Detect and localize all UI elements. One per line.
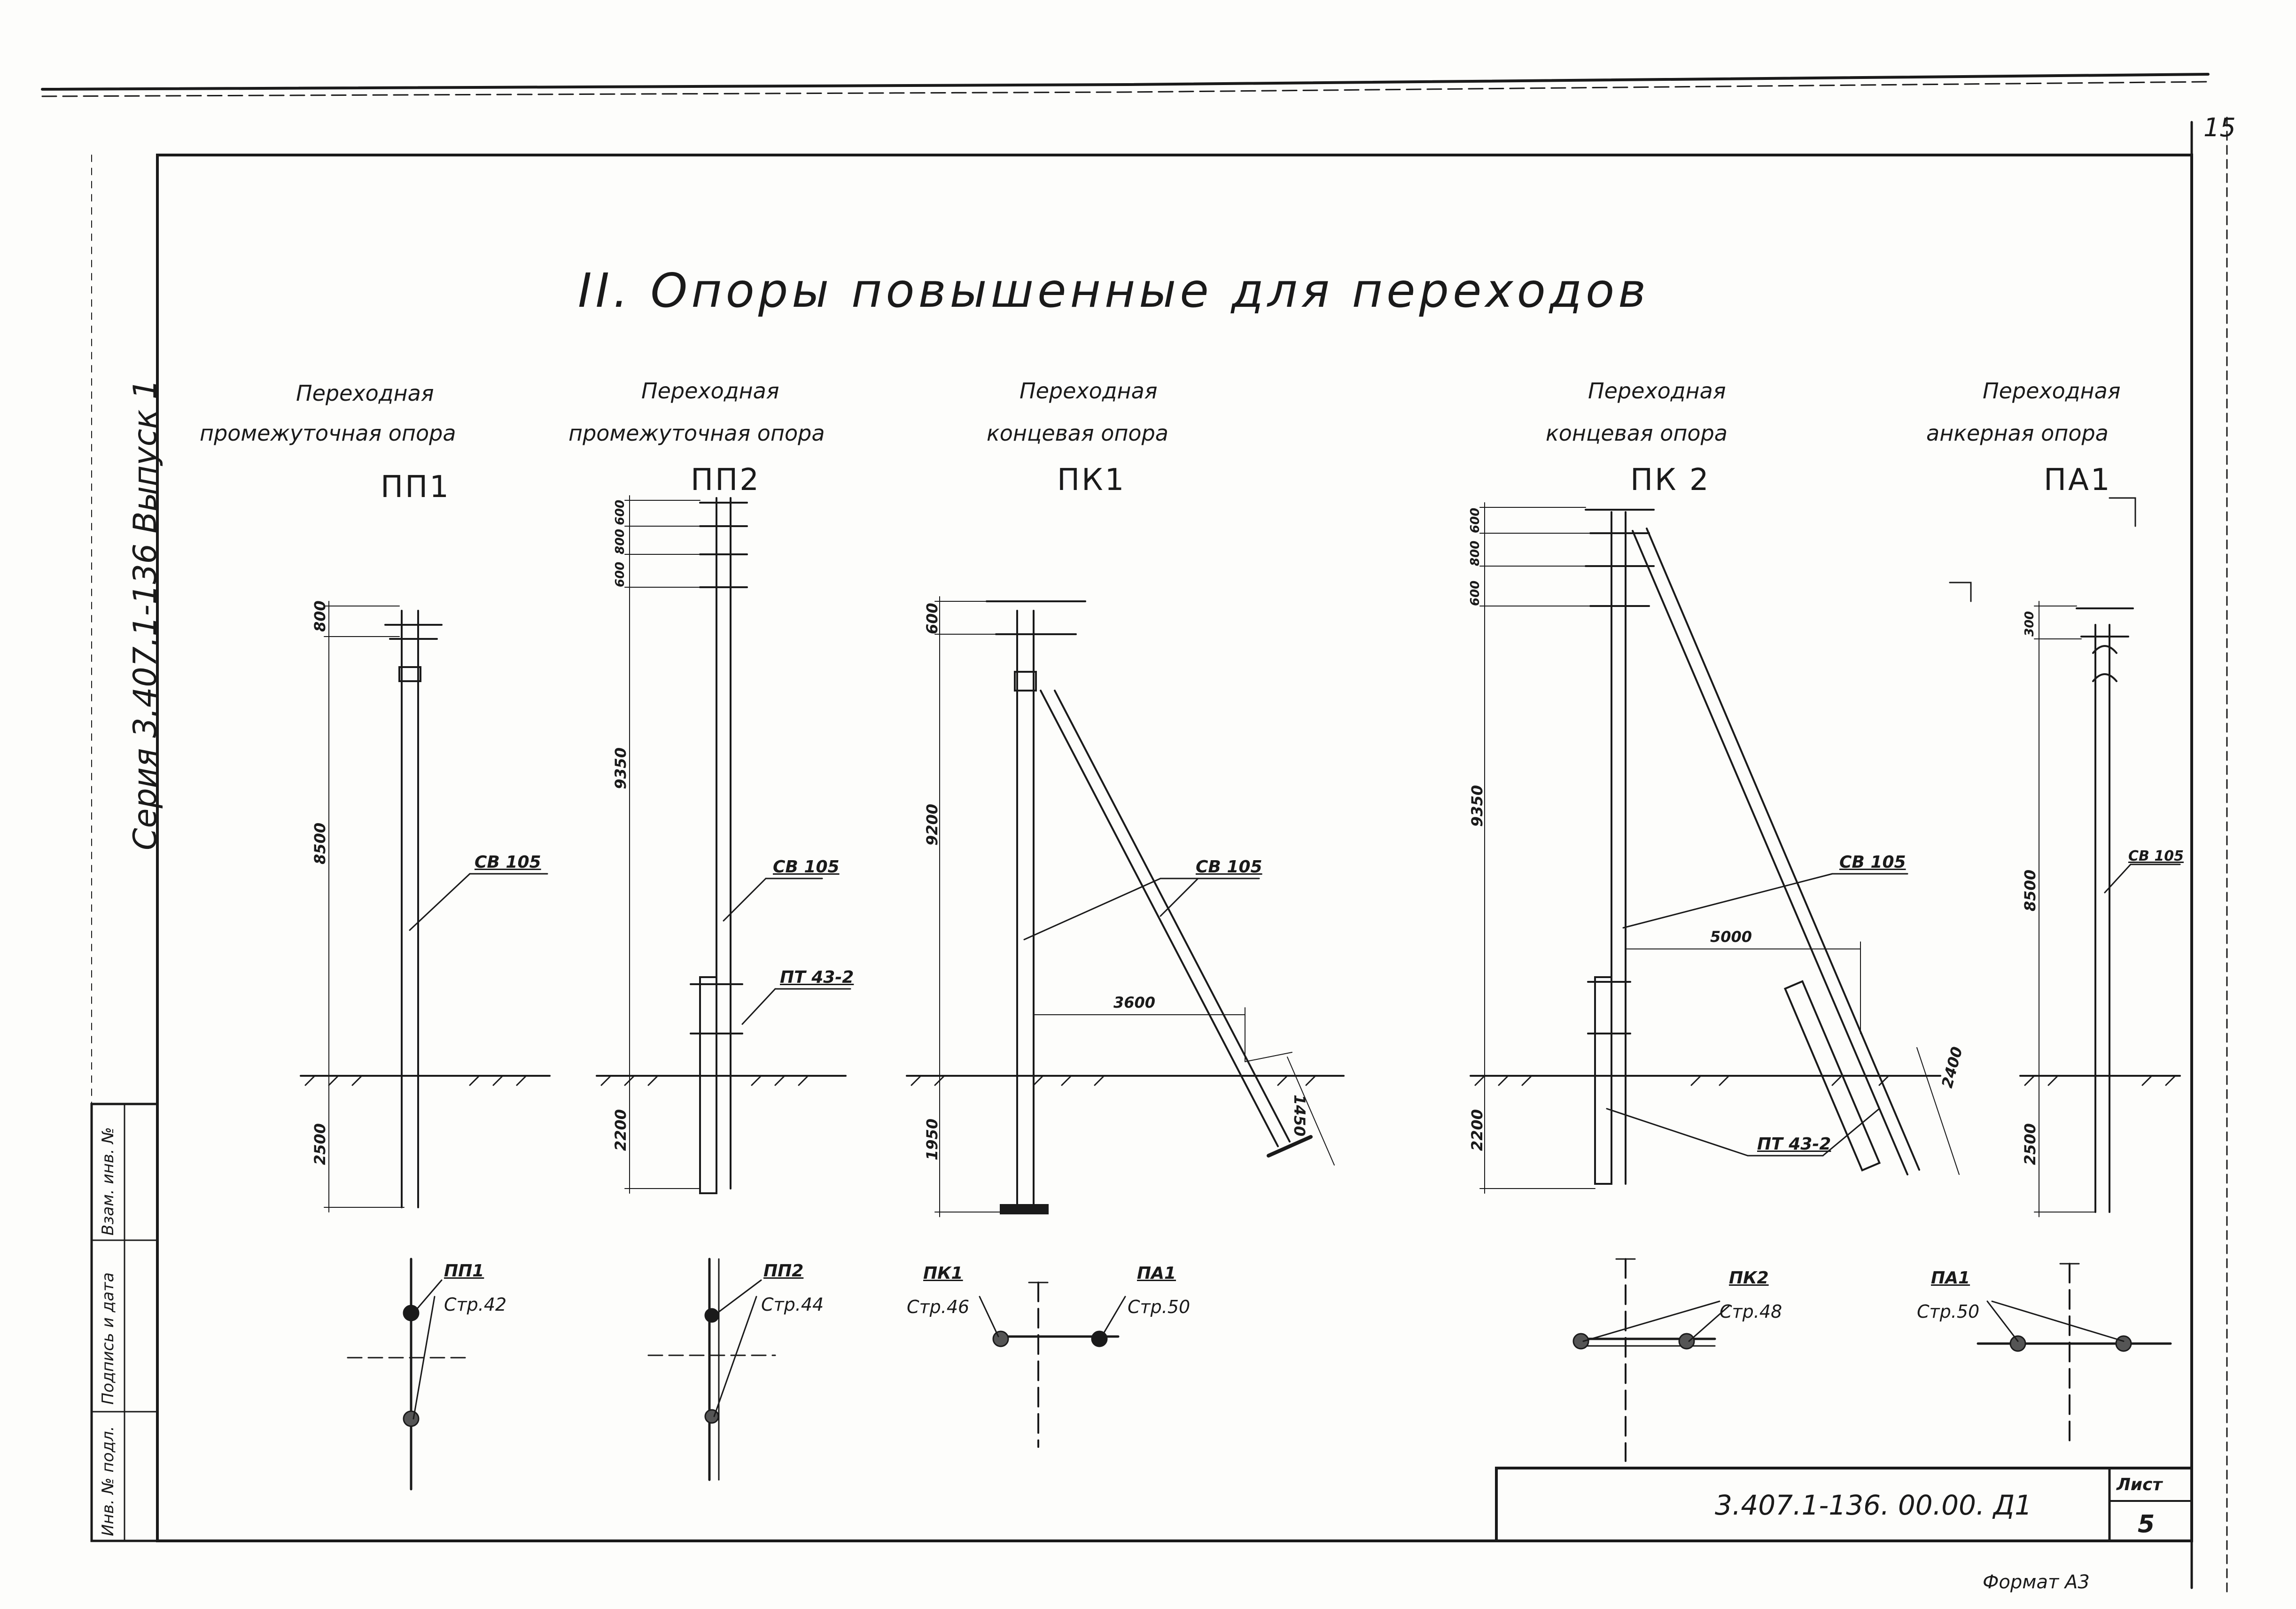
pole-5-caption-1: Переходная xyxy=(1983,378,2121,404)
pole-5-plan-page: Стр.50 xyxy=(1917,1301,1980,1322)
plan-pk1 xyxy=(979,1282,1126,1448)
pole-3-code: ПК1 xyxy=(1057,463,1126,497)
pole-2-caption-1: Переходная xyxy=(641,378,779,404)
pole-3-caption-1: Переходная xyxy=(1020,378,1158,404)
pole-4-dim-1: 600 xyxy=(1468,507,1482,533)
pole-5-code: ПА1 xyxy=(2044,463,2112,497)
stamp-inv-podl: Инв. № подл. xyxy=(99,1426,117,1536)
pole-3-plan-page-2: Стр.50 xyxy=(1128,1297,1191,1317)
pole-5-dim-3: 2500 xyxy=(2021,1123,2039,1165)
pole-4-plan-page: Стр.48 xyxy=(1720,1301,1782,1322)
page-title: II. Опоры повышенные для переходов xyxy=(578,263,1650,318)
pole-1-dim-3: 2500 xyxy=(311,1123,329,1165)
pole-4-dim-5: 2200 xyxy=(1468,1109,1486,1151)
pole-3-dim-4: 3600 xyxy=(1113,994,1156,1011)
pole-2-dim-1: 600 xyxy=(613,499,627,525)
pole-2-dim-3: 600 xyxy=(613,561,627,587)
series-label: Серия 3.407.1-136 Выпуск 1 xyxy=(127,379,164,850)
stamp-podpis-data: Подпись и дата xyxy=(99,1272,117,1405)
pole-1-dim-1: 800 xyxy=(311,600,329,632)
pole-pk2 xyxy=(1479,502,1960,1194)
stamp-vzam-inv: Взам. инв. № xyxy=(99,1127,117,1236)
pole-2-label-1: СВ 105 xyxy=(773,857,840,877)
pole-1-caption-2: промежуточная опора xyxy=(200,420,456,446)
pole-5-label-1: СВ 105 xyxy=(2128,848,2184,864)
pole-4-caption-1: Переходная xyxy=(1588,378,1726,404)
pole-3-caption-2: концевая опора xyxy=(987,420,1168,446)
title-block-format: Формат А3 xyxy=(1983,1571,2090,1593)
pole-1-label-1: СВ 105 xyxy=(475,853,541,872)
title-block-sheet-number: 5 xyxy=(2138,1510,2155,1539)
pole-2-dim-2: 800 xyxy=(613,529,627,554)
pole-5-plan-ref: ПА1 xyxy=(1931,1268,1970,1288)
pole-4-caption-2: концевая опора xyxy=(1546,420,1728,446)
pole-3-label-1: СВ 105 xyxy=(1196,857,1262,877)
pole-3-dim-5: 1450 xyxy=(1291,1095,1308,1137)
pole-5-dim-1: 300 xyxy=(2023,611,2037,637)
pole-3-plan-page: Стр.46 xyxy=(907,1297,970,1317)
pole-3-dim-1: 600 xyxy=(923,603,941,634)
title-block-sheet-label: Лист xyxy=(2117,1475,2163,1494)
pole-4-plan-ref: ПК2 xyxy=(1729,1268,1769,1288)
pole-1-plan-page: Стр.42 xyxy=(444,1294,507,1315)
plan-pk2 xyxy=(1572,1258,1730,1462)
pole-2-caption-2: промежуточная опора xyxy=(568,420,825,446)
pole-1-caption-1: Переходная xyxy=(296,381,434,406)
plan-pp1 xyxy=(347,1258,471,1491)
pole-2-dim-5: 2200 xyxy=(612,1109,630,1151)
pole-2-dim-4: 9350 xyxy=(612,747,630,789)
pole-4-dim-3: 600 xyxy=(1468,580,1482,606)
pole-1-dim-2: 8500 xyxy=(311,822,329,864)
pole-2-plan-page: Стр.44 xyxy=(761,1294,824,1315)
pole-5-dim-2: 8500 xyxy=(2021,869,2039,911)
pole-pp1 xyxy=(324,601,548,1213)
pole-5-caption-2: анкерная опора xyxy=(1926,420,2109,446)
pole-3-dim-3: 1950 xyxy=(923,1118,941,1160)
inner-frame xyxy=(156,154,2193,1542)
pole-3-plan-ref: ПК1 xyxy=(923,1264,963,1283)
title-block xyxy=(1495,1467,2193,1542)
pole-4-label-2: ПТ 43-2 xyxy=(1757,1135,1831,1154)
pole-2-code: ПП2 xyxy=(691,463,761,497)
pole-2-label-2: ПТ 43-2 xyxy=(780,968,854,987)
pole-4-label-1: СВ 105 xyxy=(1839,853,1906,872)
pole-pk1 xyxy=(934,596,1335,1217)
title-block-designation: 3.407.1-136. 00.00. Д1 xyxy=(1715,1489,2032,1521)
pole-3-dim-2: 9200 xyxy=(923,803,941,846)
pole-pp2 xyxy=(624,495,851,1194)
pole-3-plan-ref-2: ПА1 xyxy=(1137,1264,1176,1283)
pole-pa1 xyxy=(1949,497,2181,1217)
pole-1-plan-ref: ПП1 xyxy=(444,1261,484,1281)
plan-pp2 xyxy=(647,1258,776,1481)
pole-4-dim-6: 5000 xyxy=(1710,928,1752,946)
plan-pa1 xyxy=(1977,1263,2172,1448)
pole-4-dim-4: 9350 xyxy=(1468,785,1486,827)
pole-2-plan-ref: ПП2 xyxy=(763,1261,804,1281)
page-number: 15 xyxy=(2203,113,2236,142)
pole-1-code: ПП1 xyxy=(381,470,451,505)
pole-4-code: ПК 2 xyxy=(1630,463,1711,497)
pole-4-dim-2: 800 xyxy=(1468,540,1482,566)
